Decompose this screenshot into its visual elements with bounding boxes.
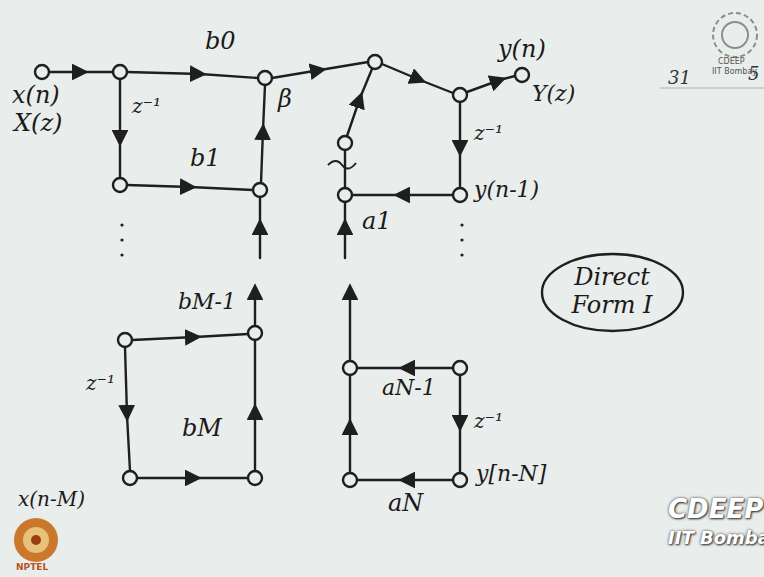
signal-label: b0 (205, 28, 236, 54)
signal-label: z⁻¹ (86, 372, 115, 394)
signal-label: x(n) (12, 82, 60, 108)
watermark-text: IIT Bombay (712, 68, 757, 77)
signal-label: a1 (362, 208, 392, 234)
signal-label: bM (182, 415, 222, 441)
signal-label: y(n-1) (474, 178, 539, 202)
signal-label: aN (388, 490, 423, 516)
watermark-text: NPTEL (16, 563, 48, 573)
signal-label: β (278, 86, 292, 112)
watermark-text: IIT Bombay (668, 528, 764, 548)
watermark-text: CDEEP (718, 58, 745, 67)
watermark-text: 31 (668, 68, 691, 88)
signal-label: b1 (190, 145, 221, 171)
signal-label: z⁻¹ (474, 410, 503, 432)
node-text: Direct Form I (562, 264, 662, 319)
signal-label: aN-1 (382, 376, 436, 400)
signal-label: y(n) (498, 36, 546, 62)
signal-label: z⁻¹ (474, 122, 503, 144)
signal-label: y[n-N] (476, 462, 546, 486)
title-ellipse: Direct Form I (540, 252, 685, 333)
watermark-text: CDEEP (668, 495, 763, 524)
signal-label: x(n-M) (18, 488, 85, 510)
signal-label: X(z) (14, 110, 62, 136)
signal-label: z⁻¹ (132, 95, 161, 117)
signal-label: bM-1 (178, 290, 236, 314)
signal-label: Y(z) (532, 82, 575, 106)
